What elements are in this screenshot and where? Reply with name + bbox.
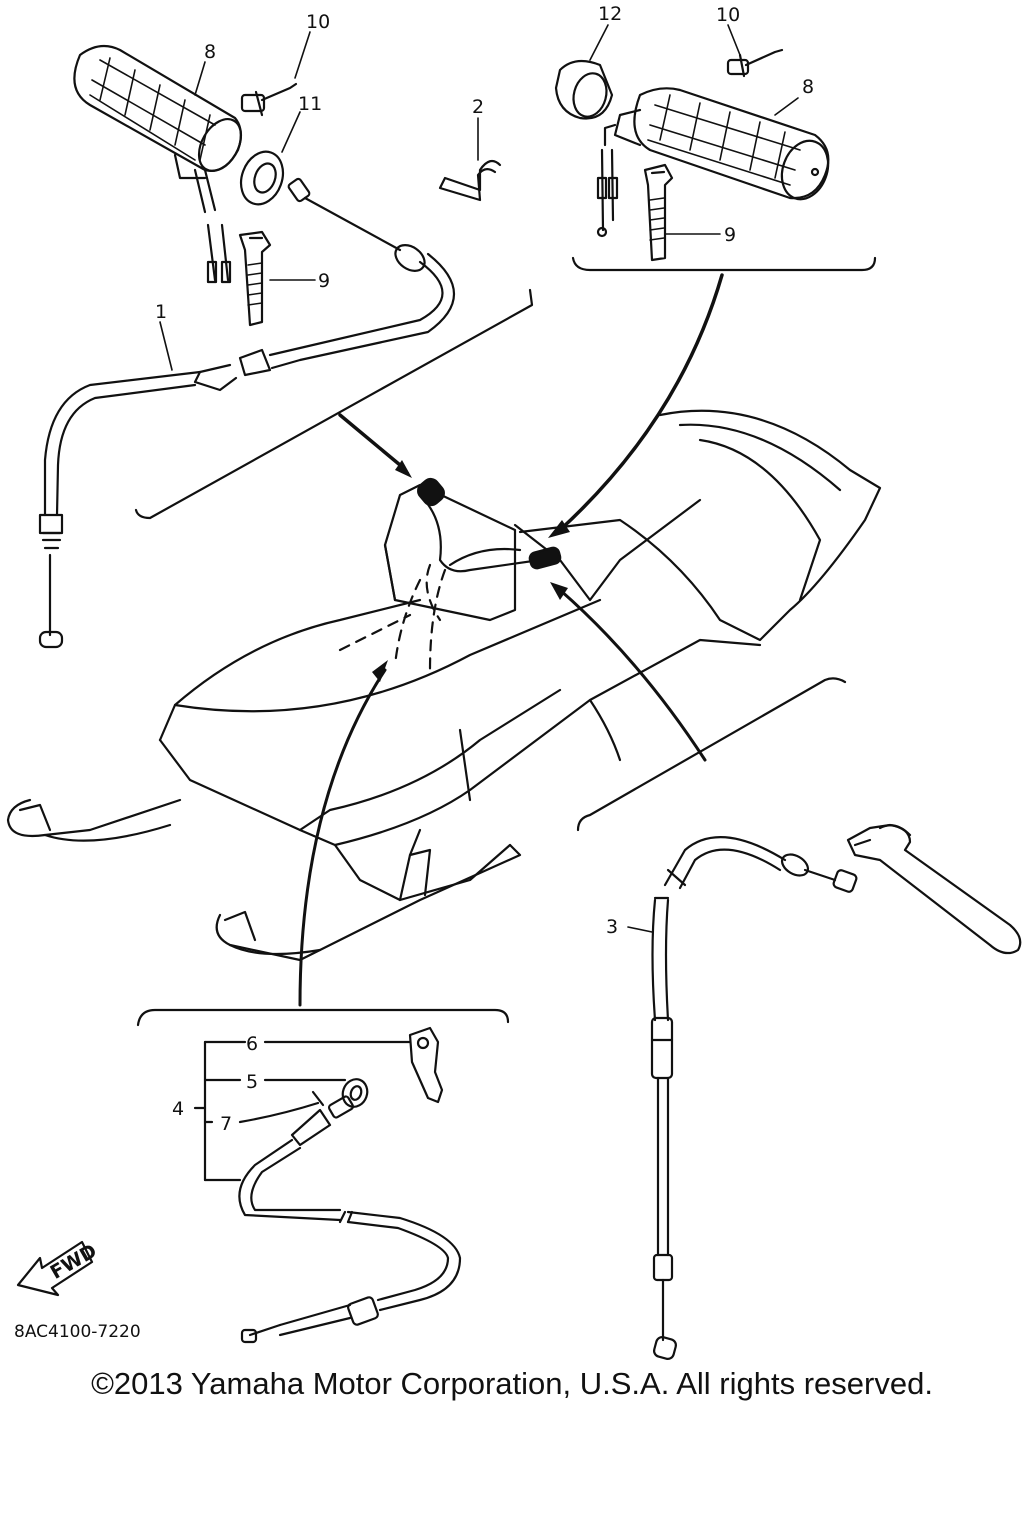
callout-12: 12 bbox=[598, 3, 622, 25]
callout-1: 1 bbox=[155, 301, 167, 323]
callout-9-right: 9 bbox=[724, 224, 736, 246]
nut-part-5 bbox=[341, 1078, 369, 1108]
bracket-lower-right bbox=[550, 582, 847, 832]
pin-part-7 bbox=[311, 1090, 325, 1107]
callout-8-left: 8 bbox=[204, 41, 216, 63]
grip-left-part-8 bbox=[73, 44, 243, 214]
screw-part-10-left bbox=[240, 82, 298, 117]
grip-right-part-8 bbox=[603, 87, 830, 201]
snowmobile-body bbox=[6, 409, 882, 962]
washer-part-11 bbox=[239, 150, 285, 206]
kill-switch-cable bbox=[238, 1095, 462, 1344]
cap-part-12 bbox=[554, 59, 614, 120]
callout-8-right: 8 bbox=[802, 76, 814, 98]
bracket-part-6 bbox=[408, 1026, 444, 1104]
brake-lever bbox=[846, 823, 1022, 955]
brake-cable-part-3 bbox=[650, 836, 858, 1360]
callout-10-left: 10 bbox=[306, 11, 330, 33]
cable-band-part-9-left bbox=[238, 230, 272, 327]
clip-part-2 bbox=[438, 159, 502, 202]
cable-band-part-9-right bbox=[643, 163, 674, 262]
reference-code: 8AC4100-7220 bbox=[14, 1322, 141, 1342]
callout-2: 2 bbox=[472, 96, 484, 118]
bracket-lower-left bbox=[136, 660, 510, 1027]
callout-10-right: 10 bbox=[716, 4, 740, 26]
screw-part-10-right bbox=[726, 48, 784, 78]
fwd-arrow-icon: FWD bbox=[16, 1240, 101, 1297]
callout-9-left: 9 bbox=[318, 270, 330, 292]
bracket-upper-right bbox=[548, 256, 877, 538]
callout-numbers: 1 2 3 4 5 6 7 8 8 9 9 10 10 11 12 bbox=[155, 3, 814, 1135]
callout-6: 6 bbox=[246, 1033, 258, 1055]
switch-leads-left bbox=[206, 223, 232, 284]
callout-11: 11 bbox=[298, 93, 322, 115]
bracket-upper-left bbox=[134, 288, 534, 520]
callout-7: 7 bbox=[220, 1113, 232, 1135]
switch-leads-right bbox=[596, 148, 619, 238]
machine-handlebar bbox=[338, 477, 562, 672]
copyright-notice: ©2013 Yamaha Motor Corporation, U.S.A. A… bbox=[91, 1366, 933, 1401]
callout-5: 5 bbox=[246, 1071, 258, 1093]
callout-bracket-4 bbox=[193, 1040, 412, 1182]
callout-leaders bbox=[159, 24, 799, 933]
callout-4: 4 bbox=[172, 1098, 184, 1120]
throttle-cable-part-1 bbox=[38, 177, 455, 649]
callout-3: 3 bbox=[606, 916, 618, 938]
